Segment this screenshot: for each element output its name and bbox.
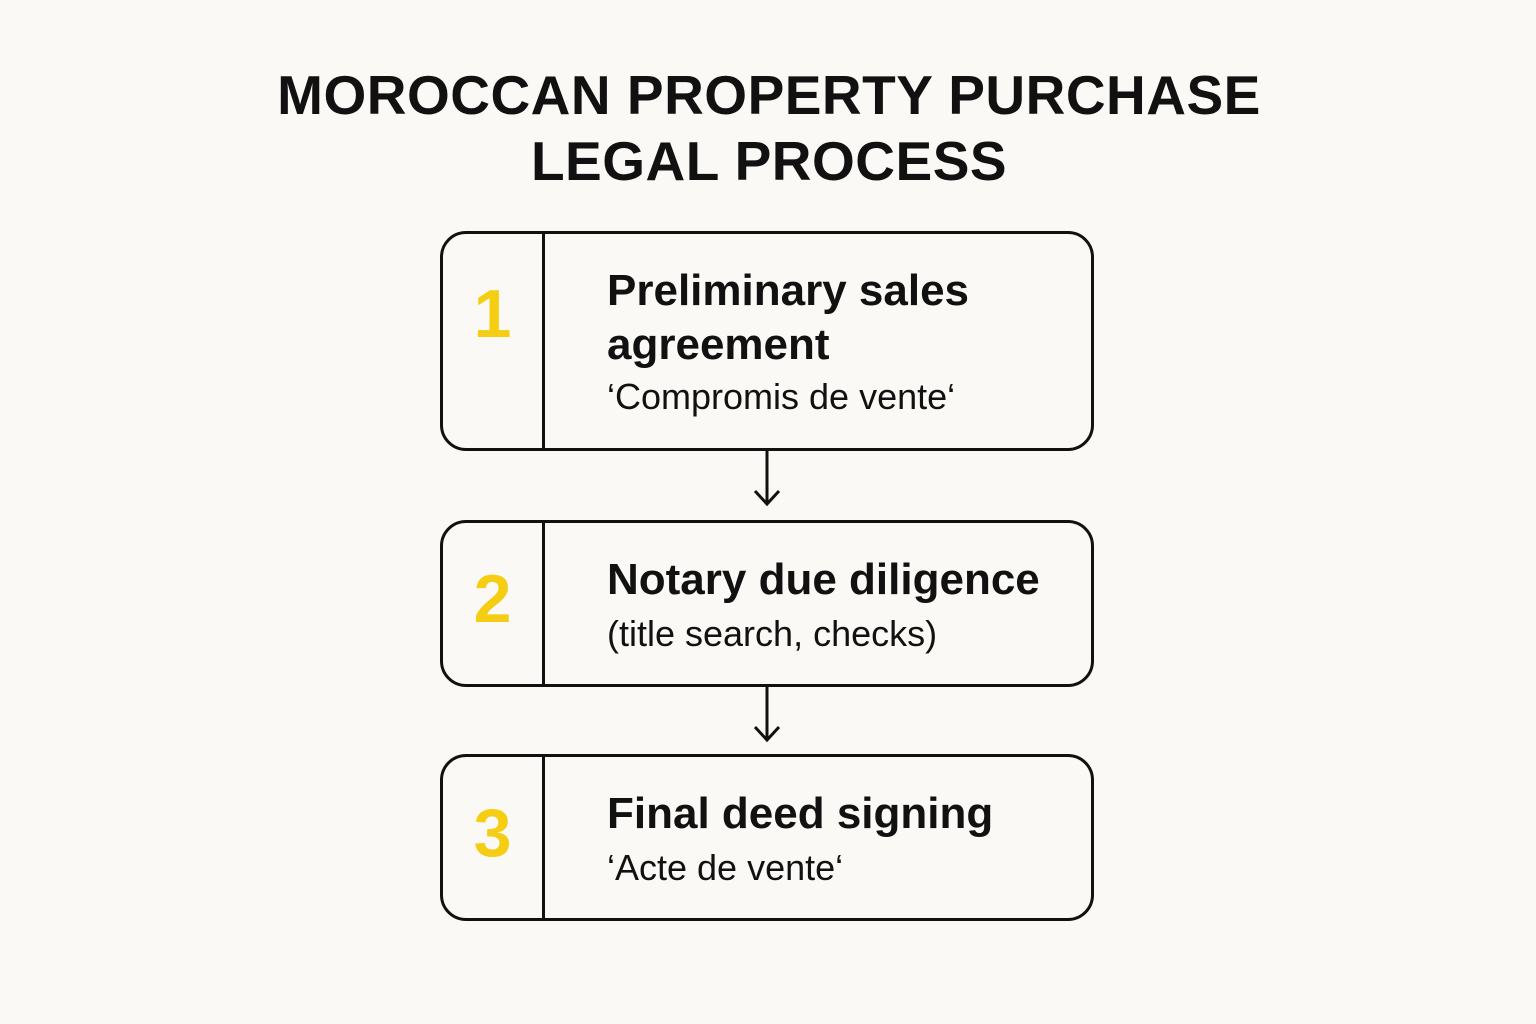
step-3-divider <box>542 757 545 918</box>
title-line-2: LEGAL PROCESS <box>530 130 1008 192</box>
step-3-subtitle: ‘Acte de vente‘ <box>607 847 844 888</box>
step-1-heading-line-2: agreement <box>607 320 830 369</box>
step-3-heading: Final deed signing <box>607 789 994 838</box>
step-2-number: 2 <box>473 561 512 637</box>
step-1-heading-line-1: Preliminary sales <box>607 266 970 315</box>
step-1-subtitle: ‘Compromis de vente‘ <box>607 376 956 417</box>
step-3-box: 3 Final deed signing ‘Acte de vente‘ <box>440 754 1094 921</box>
step-1-divider <box>542 234 545 448</box>
step-1-box: 1 Preliminary sales agreement ‘Compromis… <box>440 231 1094 451</box>
arrow-down-icon <box>753 686 781 743</box>
step-2-divider <box>542 523 545 684</box>
step-3-content: Final deed signing ‘Acte de vente‘ <box>607 787 1081 891</box>
step-3-number: 3 <box>473 795 512 871</box>
title-line-1: MOROCCAN PROPERTY PURCHASE <box>277 64 1261 126</box>
step-2-heading: Notary due diligence <box>607 555 1040 604</box>
step-2-content: Notary due diligence (title search, chec… <box>607 553 1081 657</box>
step-1-number: 1 <box>473 276 512 352</box>
diagram-title: MOROCCAN PROPERTY PURCHASE LEGAL PROCESS <box>0 62 1536 194</box>
step-2-subtitle: (title search, checks) <box>607 613 938 654</box>
arrow-down-icon <box>753 450 781 507</box>
step-2-box: 2 Notary due diligence (title search, ch… <box>440 520 1094 687</box>
step-1-content: Preliminary sales agreement ‘Compromis d… <box>607 264 1081 420</box>
